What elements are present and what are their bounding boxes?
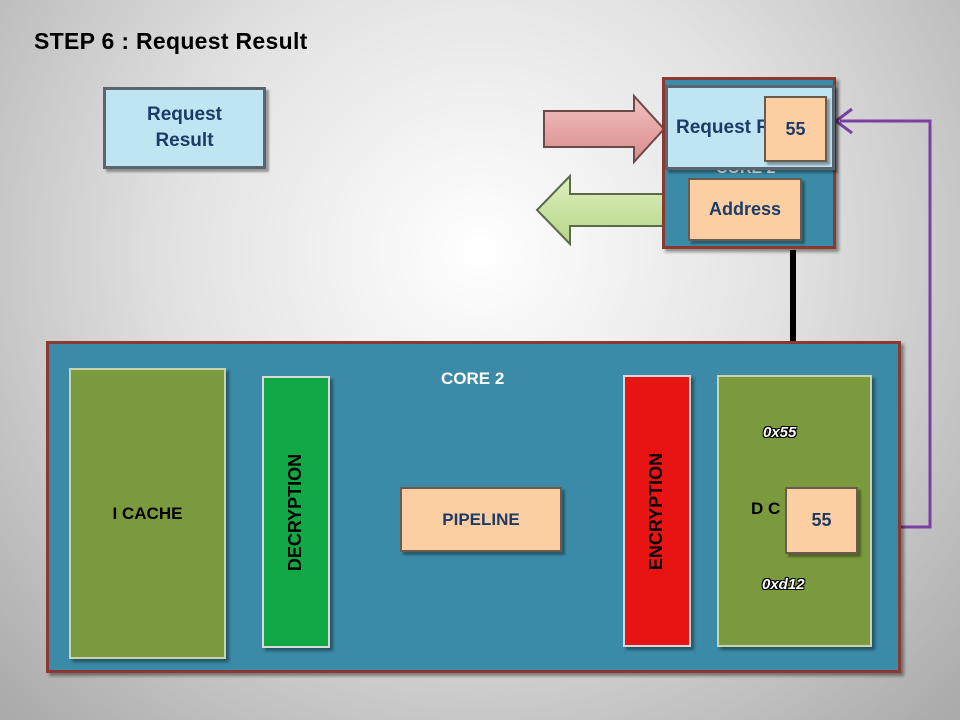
result-feedback-arrowhead (833, 107, 853, 135)
dcache-addr-bottom: 0xd12 (762, 576, 805, 593)
icache-block: I CACHE (69, 368, 226, 659)
request-value-box: 55 (764, 96, 827, 162)
pipeline-label: PIPELINE (442, 509, 520, 529)
outgoing-arrow (535, 173, 667, 247)
dcache-value: 55 (811, 510, 832, 530)
pipeline-box: PIPELINE (400, 487, 562, 552)
incoming-arrow (543, 93, 666, 165)
dcache-value-box: 55 (785, 487, 858, 554)
decryption-label: DECRYPTION (285, 453, 306, 571)
encryption-label: ENCRYPTION (646, 452, 667, 570)
request-result-label: Request R (676, 116, 770, 138)
request-result-legend-box: Request Result (103, 87, 266, 169)
decryption-block: DECRYPTION (262, 376, 330, 648)
legend-line-1: Request (147, 104, 222, 126)
legend-line-2: Result (155, 130, 214, 151)
encryption-block: ENCRYPTION (623, 375, 691, 647)
dcache-addr-top: 0x55 (763, 424, 797, 441)
address-box: Address (688, 178, 802, 241)
request-value: 55 (785, 118, 806, 139)
address-label: Address (708, 199, 782, 219)
slide-title: STEP 6 : Request Result (34, 28, 308, 54)
core-2-label: CORE 2 (441, 369, 505, 388)
dcache-label: D C (751, 499, 781, 518)
icache-label: I CACHE (112, 503, 183, 523)
